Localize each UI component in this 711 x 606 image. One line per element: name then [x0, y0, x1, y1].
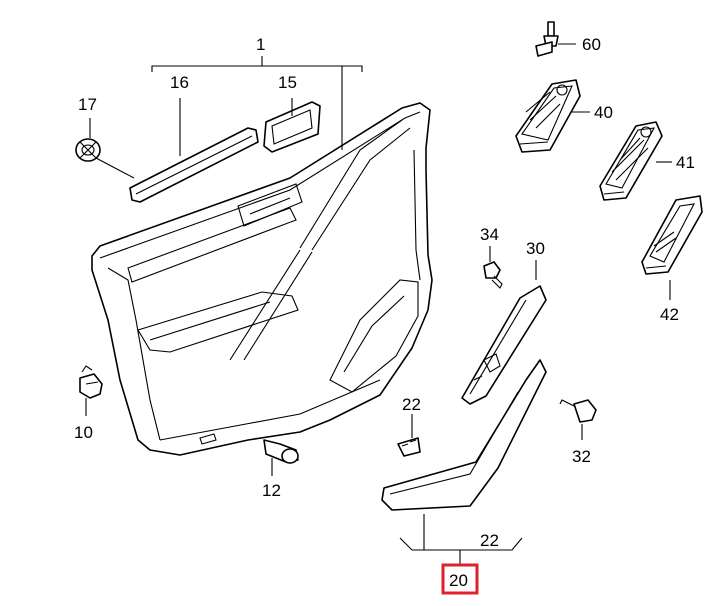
- leader-lines: [85, 43, 672, 566]
- armrest-trim-20[interactable]: [381, 359, 547, 511]
- callout-22-lower: 22: [480, 531, 499, 550]
- switch-42[interactable]: [641, 195, 703, 275]
- callout-10: 10: [74, 423, 93, 442]
- callout-42: 42: [660, 305, 679, 324]
- bulb-holder-60[interactable]: [535, 21, 559, 57]
- switch-module-41[interactable]: [599, 121, 663, 201]
- screw-12[interactable]: [263, 439, 299, 464]
- callout-20[interactable]: 20: [449, 571, 468, 590]
- clip-17[interactable]: [75, 138, 101, 162]
- screw-34[interactable]: [483, 261, 503, 289]
- door-trim-panel[interactable]: [91, 102, 433, 456]
- bracket-30[interactable]: [461, 285, 547, 405]
- callout-12: 12: [262, 481, 281, 500]
- clip-10[interactable]: [79, 365, 103, 399]
- window-switch-40[interactable]: [515, 79, 581, 153]
- handle-trim-15[interactable]: [263, 101, 321, 153]
- callout-1: 1: [256, 35, 265, 54]
- trim-strip-16[interactable]: [129, 127, 259, 203]
- callout-32: 32: [572, 447, 591, 466]
- callout-15: 15: [278, 73, 297, 92]
- callout-30: 30: [526, 239, 545, 258]
- callout-60: 60: [582, 35, 601, 54]
- callout-20-highlight[interactable]: [441, 563, 479, 595]
- callout-22-upper: 22: [402, 395, 421, 414]
- clip-22-upper[interactable]: [397, 437, 421, 457]
- callout-41: 41: [676, 153, 695, 172]
- callout-17: 17: [78, 95, 97, 114]
- callout-40: 40: [594, 103, 613, 122]
- callout-34: 34: [480, 225, 499, 244]
- callout-labels: 1 16 15 17 60 40 41 42 34 30 10 22 32 12…: [74, 35, 695, 595]
- callout-16: 16: [170, 73, 189, 92]
- screw-32[interactable]: [559, 399, 597, 423]
